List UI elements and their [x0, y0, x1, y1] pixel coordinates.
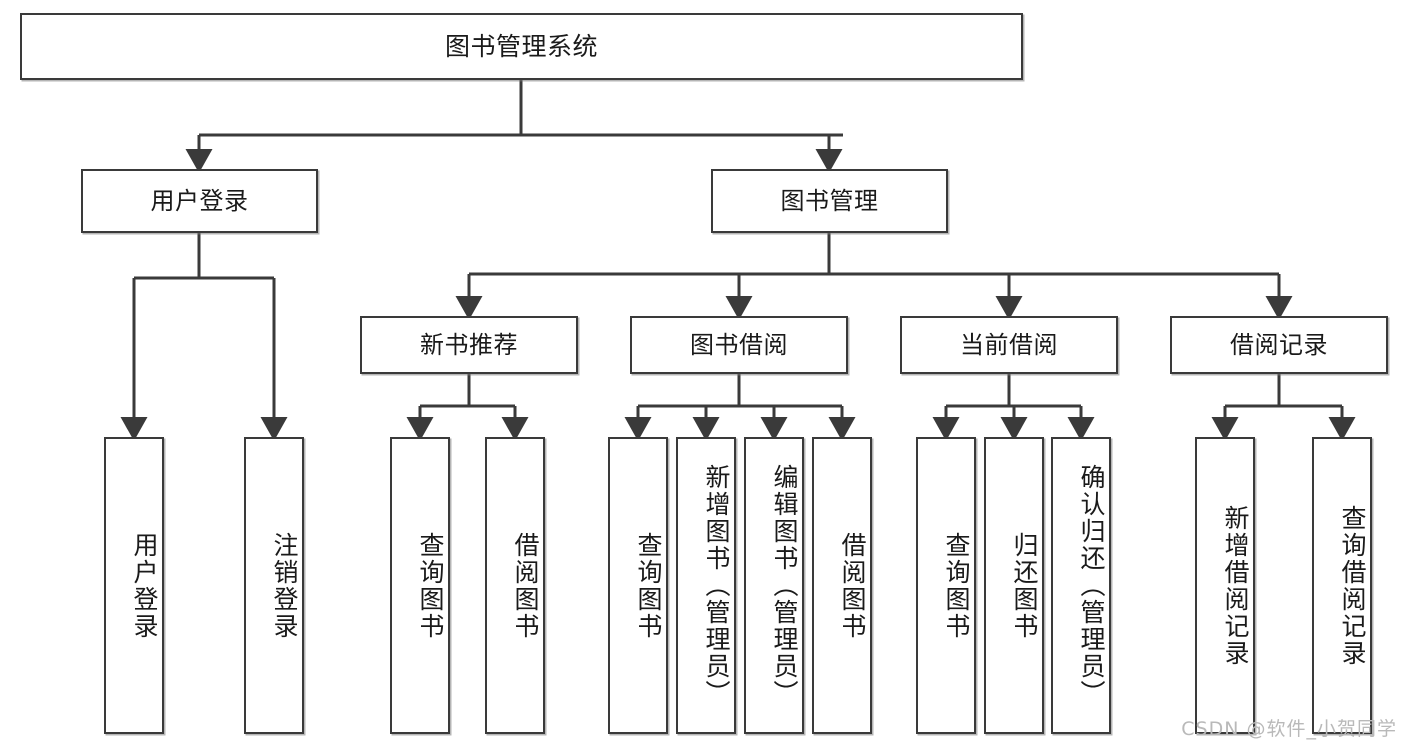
leaf-edit-book-admin[interactable]: 编辑图书（管理员）: [744, 437, 804, 734]
leaf-borrow-book-label: 借阅图书: [838, 531, 867, 640]
node-root[interactable]: 图书管理系统: [20, 13, 1023, 80]
leaf-query-book-newbook-label: 查询图书: [416, 531, 445, 640]
leaf-logout[interactable]: 注销登录: [244, 437, 304, 734]
node-current-borrow-label: 当前借阅: [960, 330, 1058, 359]
node-borrow-record[interactable]: 借阅记录: [1170, 316, 1388, 374]
node-user-login[interactable]: 用户登录: [81, 169, 318, 233]
leaf-query-borrow-record[interactable]: 查询借阅记录: [1312, 437, 1372, 734]
node-user-login-label: 用户登录: [150, 186, 249, 215]
leaf-return-book[interactable]: 归还图书: [984, 437, 1044, 734]
leaf-user-login-label: 用户登录: [130, 531, 159, 640]
leaf-edit-book-admin-label: 编辑图书（管理员）: [770, 464, 799, 707]
node-current-borrow[interactable]: 当前借阅: [900, 316, 1118, 374]
node-new-book-recommend-label: 新书推荐: [420, 330, 518, 359]
leaf-add-borrow-record-label: 新增借阅记录: [1221, 504, 1250, 667]
leaf-add-borrow-record[interactable]: 新增借阅记录: [1195, 437, 1255, 734]
leaf-borrow-book-newbook[interactable]: 借阅图书: [485, 437, 545, 734]
leaf-query-book-current[interactable]: 查询图书: [916, 437, 976, 734]
leaf-add-book-admin-label: 新增图书（管理员）: [702, 464, 731, 707]
leaf-logout-label: 注销登录: [270, 531, 299, 640]
leaf-query-book-newbook[interactable]: 查询图书: [390, 437, 450, 734]
leaf-user-login[interactable]: 用户登录: [104, 437, 164, 734]
leaf-return-book-label: 归还图书: [1010, 531, 1039, 640]
node-borrow-record-label: 借阅记录: [1230, 330, 1328, 359]
leaf-confirm-return-admin-label: 确认归还（管理员）: [1077, 464, 1106, 707]
node-book-management[interactable]: 图书管理: [711, 169, 948, 233]
leaf-add-book-admin[interactable]: 新增图书（管理员）: [676, 437, 736, 734]
leaf-query-borrow-record-label: 查询借阅记录: [1338, 504, 1367, 667]
leaf-confirm-return-admin[interactable]: 确认归还（管理员）: [1051, 437, 1111, 734]
leaf-borrow-book[interactable]: 借阅图书: [812, 437, 872, 734]
leaf-borrow-book-newbook-label: 借阅图书: [511, 531, 540, 640]
node-book-borrow-label: 图书借阅: [690, 330, 788, 359]
node-book-management-label: 图书管理: [780, 186, 879, 215]
watermark: CSDN @软件_小贺同学: [1181, 718, 1397, 740]
leaf-query-book-borrow-label: 查询图书: [634, 531, 663, 640]
leaf-query-book-borrow[interactable]: 查询图书: [608, 437, 668, 734]
node-book-borrow[interactable]: 图书借阅: [630, 316, 848, 374]
node-root-label: 图书管理系统: [444, 31, 598, 61]
leaf-query-book-current-label: 查询图书: [942, 531, 971, 640]
node-new-book-recommend[interactable]: 新书推荐: [360, 316, 578, 374]
